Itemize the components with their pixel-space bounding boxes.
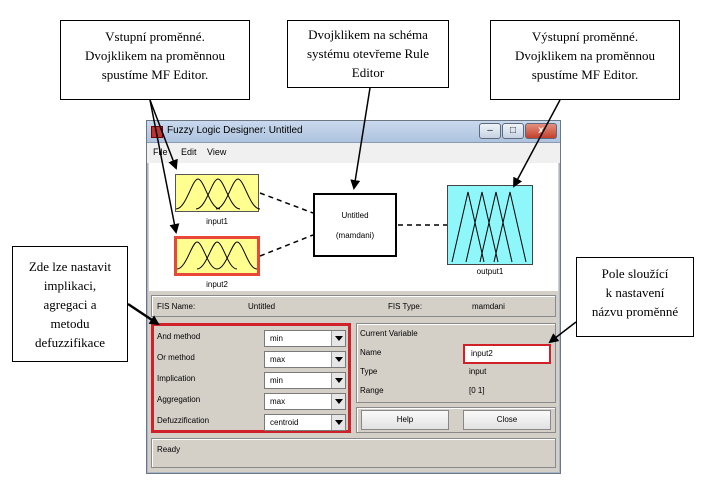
menu-file[interactable]: File <box>153 147 168 157</box>
and-method-value: min <box>270 334 283 343</box>
current-variable-heading: Current Variable <box>360 329 418 338</box>
maximize-button[interactable]: □ <box>502 123 524 139</box>
chevron-down-icon <box>331 331 345 346</box>
input2-block[interactable] <box>174 236 260 276</box>
close-button[interactable]: Close <box>463 410 551 430</box>
callout-output-variables: Výstupní proměnné. Dvojklikem na proměnn… <box>490 20 680 100</box>
defuzzification-select[interactable]: centroid <box>264 414 346 431</box>
defuzzification-label: Defuzzification <box>157 416 210 425</box>
window-close-button[interactable]: x <box>525 123 557 139</box>
variable-type-value: input <box>469 367 487 376</box>
implication-value: min <box>270 376 283 385</box>
input2-label: input2 <box>206 280 228 289</box>
output1-block[interactable] <box>447 185 533 265</box>
menu-view[interactable]: View <box>207 147 227 157</box>
fis-name-label: FIS Name: <box>157 302 196 311</box>
menu-bar: File Edit View <box>147 143 560 163</box>
status-bar: Ready <box>151 438 556 468</box>
help-button[interactable]: Help <box>361 410 449 430</box>
system-type: (mamdani) <box>335 231 375 240</box>
aggregation-label: Aggregation <box>157 395 201 404</box>
or-method-label: Or method <box>157 353 195 362</box>
aggregation-select[interactable]: max <box>264 393 346 410</box>
variable-name-input[interactable]: input2 <box>463 344 551 364</box>
system-diagram[interactable]: input1 input2 Untitled (mamdani) <box>149 163 558 291</box>
fis-type-value: mamdani <box>472 302 505 311</box>
or-method-value: max <box>270 355 286 364</box>
chevron-down-icon <box>331 373 345 388</box>
defuzzification-value: centroid <box>270 418 299 427</box>
or-method-select[interactable]: max <box>264 351 346 368</box>
variable-range-label: Range <box>360 386 384 395</box>
implication-label: Implication <box>157 374 196 383</box>
window-title: Fuzzy Logic Designer: Untitled <box>167 125 303 136</box>
chevron-down-icon <box>331 415 345 430</box>
variable-name-label: Name <box>360 348 382 357</box>
fis-info-panel: FIS Name: Untitled FIS Type: mamdani <box>151 295 556 317</box>
variable-range-value: [0 1] <box>469 386 485 395</box>
menu-edit[interactable]: Edit <box>181 147 197 157</box>
input2-mf-curves <box>177 241 257 270</box>
aggregation-value: max <box>270 397 286 406</box>
variable-type-label: Type <box>360 367 378 376</box>
input1-block[interactable] <box>175 174 260 212</box>
callout-name-field: Pole sloužící k nastavení názvu proměnné <box>576 257 694 337</box>
matlab-icon <box>151 126 163 138</box>
status-text: Ready <box>157 445 181 454</box>
chevron-down-icon <box>331 352 345 367</box>
minimize-button[interactable]: – <box>479 123 501 139</box>
rule-system-block[interactable]: Untitled (mamdani) <box>313 193 397 257</box>
system-name: Untitled <box>341 211 369 220</box>
implication-select[interactable]: min <box>264 372 346 389</box>
methods-panel: And method min Or method max Implication… <box>151 323 351 433</box>
fis-type-label: FIS Type: <box>388 302 423 311</box>
and-method-label: And method <box>157 332 201 341</box>
callout-input-variables: Vstupní proměnné. Dvojklikem na proměnno… <box>60 20 250 100</box>
current-variable-panel: Current Variable Name input2 Type input … <box>356 323 556 403</box>
chevron-down-icon <box>331 394 345 409</box>
callout-methods: Zde lze nastavit implikaci, agregaci a m… <box>12 246 128 362</box>
variable-name-value: input2 <box>471 349 493 358</box>
buttons-panel: Help Close <box>356 407 556 433</box>
output1-mf-triangles <box>451 191 527 263</box>
and-method-select[interactable]: min <box>264 330 346 347</box>
input1-label: input1 <box>206 217 228 226</box>
callout-rule-editor: Dvojklikem na schéma systému otevřeme Ru… <box>287 20 449 88</box>
output1-label: output1 <box>476 267 504 276</box>
fuzzy-logic-designer-window: Fuzzy Logic Designer: Untitled – □ x Fil… <box>146 120 561 474</box>
title-bar[interactable]: Fuzzy Logic Designer: Untitled – □ x <box>147 121 560 143</box>
fis-name-value: Untitled <box>248 302 276 311</box>
input1-mf-curves <box>176 178 260 210</box>
